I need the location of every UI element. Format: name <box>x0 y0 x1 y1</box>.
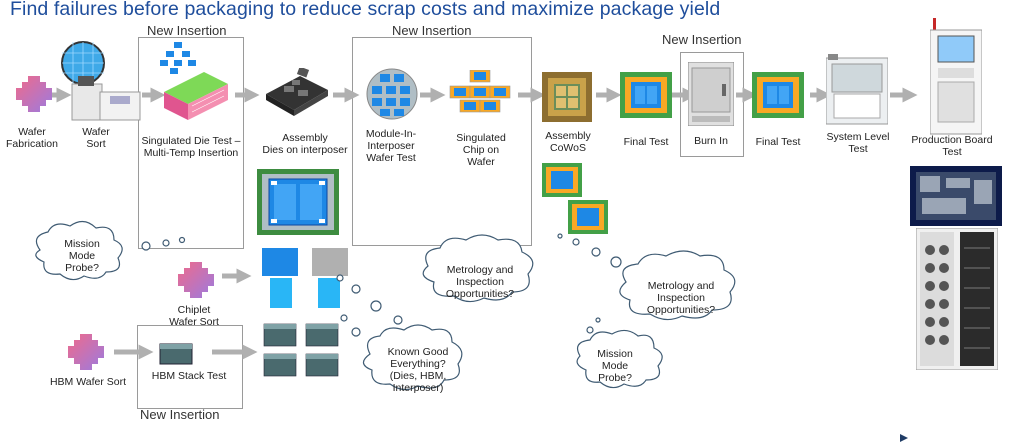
singulated-die-test-label: Singulated Die Test – Multi-Temp Inserti… <box>141 135 241 159</box>
wafer-fab-icon <box>16 76 52 112</box>
slt-label: System Level Test <box>826 131 890 155</box>
cloud-known-good <box>362 324 463 391</box>
production-board-test-label: Production Board Test <box>911 134 993 158</box>
mii-wafer-test-label: Module-In- Interposer Wafer Test <box>365 128 417 164</box>
hbm-stack-test-label: HBM Stack Test <box>151 370 227 382</box>
insertion-box-singulated-die <box>138 37 244 249</box>
cloud-mission-mode-2-text: Mission Mode Probe? <box>597 348 633 384</box>
cloud-metrology-2 <box>619 250 736 321</box>
cowos-package-small-1 <box>542 163 582 197</box>
assembly-interposer-label: Assembly Dies on interposer <box>262 132 348 156</box>
interposer-assembly-icon <box>266 68 328 116</box>
chiplet-dies-icon <box>262 248 348 308</box>
insertion-label-hbm-stack: New Insertion <box>140 407 220 422</box>
page-title: Find failures before packaging to reduce… <box>10 0 721 20</box>
cloud-metrology-2-text: Metrology and Inspection Opportunities? <box>646 280 716 316</box>
die-stack-icon <box>164 72 228 120</box>
final-test-2-package-icon <box>752 72 804 118</box>
prober-machine-icon <box>71 76 141 121</box>
chiplet-wafer-icon <box>178 262 214 298</box>
hbm-stack-icon <box>159 343 193 365</box>
cowos-assembly-icon <box>542 72 592 122</box>
final-test-1-label: Final Test <box>623 136 669 148</box>
cloud-known-good-text: Known Good Everything? (Dies, HBM, Inter… <box>387 346 449 394</box>
chiplet-wafer-sort-label: Chiplet Wafer Sort <box>169 304 219 328</box>
wafer-fab-label: Wafer Fabrication <box>6 126 58 150</box>
chip-on-wafer-icon <box>449 70 511 113</box>
insertion-label-burn-in: New Insertion <box>662 32 742 47</box>
singulated-chip-label: Singulated Chip on Wafer <box>456 132 506 168</box>
cloud-metrology-1-text: Metrology and Inspection Opportunities? <box>445 264 515 300</box>
cloud-mission-mode-2 <box>576 329 663 389</box>
mii-wafer-icon <box>366 68 418 120</box>
die-tree-icon <box>160 42 196 74</box>
package-green-icon <box>257 169 339 235</box>
final-test-package-icon <box>620 72 672 118</box>
insertion-label-mii: New Insertion <box>392 23 472 38</box>
insertion-box-burn-in <box>680 52 744 157</box>
burn-in-label: Burn In <box>694 135 728 147</box>
hbm-stacks-icon <box>263 323 339 377</box>
burn-in-oven-icon <box>688 62 734 126</box>
cloud-mission-mode-1-text: Mission Mode Probe? <box>64 238 100 274</box>
assembly-cowos-label: Assembly CoWoS <box>545 130 591 154</box>
cloud-metrology-1 <box>422 234 534 303</box>
wafer-sort-label: Wafer Sort <box>82 126 110 150</box>
slt-machine-icon <box>826 54 888 125</box>
final-test-2-label: Final Test <box>755 136 801 148</box>
cloud-mission-mode-1 <box>35 220 123 281</box>
board-photo-icon <box>910 166 1002 226</box>
insertion-box-hbm-stack <box>137 325 243 409</box>
wafer-disc-icon <box>61 41 105 85</box>
insertion-label-singulated-die: New Insertion <box>147 23 227 38</box>
next-arrow-icon <box>900 434 908 442</box>
hbm-wafer-icon <box>68 334 104 370</box>
server-rack-icon <box>916 228 998 370</box>
cowos-package-small-2 <box>568 200 608 234</box>
hbm-wafer-sort-label: HBM Wafer Sort <box>49 376 127 388</box>
production-tester-icon <box>930 18 982 135</box>
